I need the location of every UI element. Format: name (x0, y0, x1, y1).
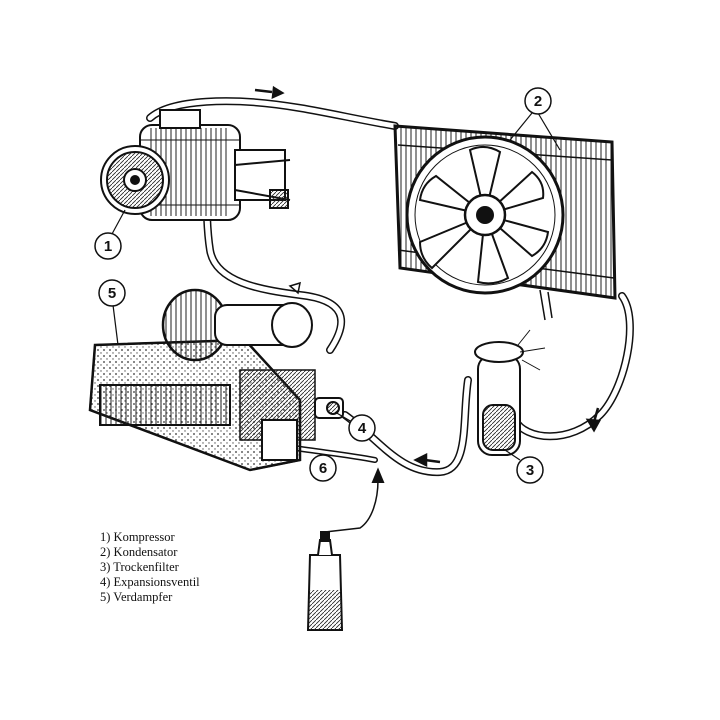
legend-item-condenser: 2) Kondensator (100, 545, 178, 559)
legend-item-evaporator: 5) Verdampfer (100, 590, 173, 604)
callout-2-label: 2 (534, 93, 542, 110)
callout-leaders (111, 112, 561, 461)
flow-arrows (254, 85, 602, 468)
legend-item-compressor: 1) Kompressor (100, 530, 175, 544)
callout-4: 4 (348, 414, 376, 442)
blower (161, 288, 313, 362)
evaporator (88, 288, 316, 472)
legend-item-expansion-valve: 4) Expansionsventil (100, 575, 200, 589)
refrigerant-can (306, 467, 385, 631)
callout-4-label: 4 (358, 420, 367, 437)
callout-1: 1 (94, 232, 122, 260)
legend-item-drier: 3) Trockenfilter (100, 560, 179, 574)
callout-5: 5 (98, 279, 126, 307)
receiver-drier (474, 329, 546, 456)
refrigerant-lines (146, 97, 634, 477)
expansion-valve (314, 397, 344, 419)
callout-3: 3 (516, 456, 544, 484)
callout-2: 2 (524, 87, 552, 115)
callout-3-label: 3 (526, 462, 534, 479)
callout-5-label: 5 (108, 285, 116, 302)
callout-1-label: 1 (104, 238, 112, 255)
callout-6-label: 6 (319, 460, 327, 477)
condenser (393, 124, 617, 321)
compressor (100, 109, 291, 221)
callout-6: 6 (309, 454, 337, 482)
legend: 1) Kompressor 2) Kondensator 3) Trockenf… (100, 530, 200, 605)
